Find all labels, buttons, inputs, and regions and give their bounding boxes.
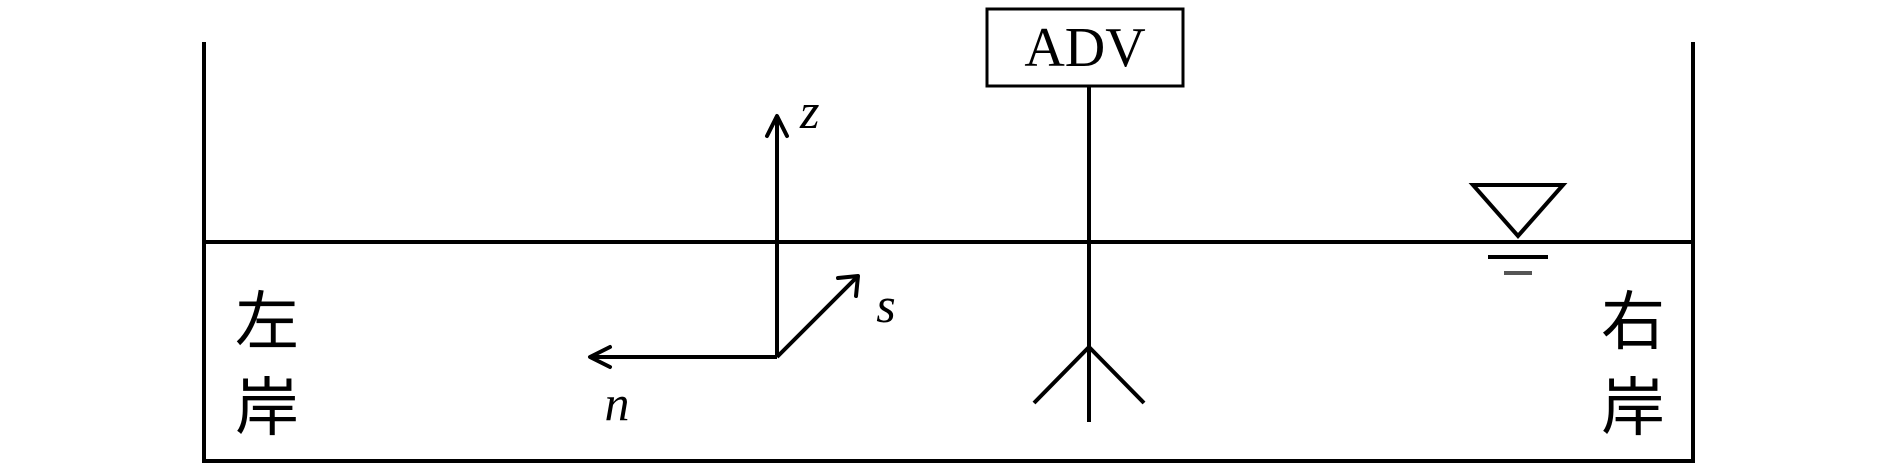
- water-surface-triangle-icon: [1468, 183, 1568, 275]
- n-arrow-head-icon: [588, 345, 612, 369]
- left-bank-label: 左 岸: [235, 286, 299, 446]
- s-axis: [775, 274, 860, 359]
- n-axis-label: n: [605, 375, 630, 431]
- z-arrow-head-icon: [765, 114, 789, 138]
- s-arrow-head-icon: [836, 274, 860, 298]
- right-bank-label: 右 岸: [1601, 286, 1665, 446]
- left-bank-char-2: 岸: [235, 372, 299, 446]
- adv-label: ADV: [1024, 17, 1145, 79]
- channel: [202, 42, 1695, 463]
- adv-box: [985, 7, 1185, 88]
- right-bank-char-1: 右: [1601, 286, 1665, 360]
- adv-probe-tip-icon: [1032, 345, 1146, 405]
- coordinate-axes: z n s: [588, 83, 896, 431]
- right-bank-char-2: 岸: [1601, 372, 1665, 446]
- z-axis-label: z: [799, 83, 819, 139]
- left-bank-char-1: 左: [235, 286, 299, 360]
- adv-instrument: ADV: [985, 7, 1185, 422]
- s-axis-label: s: [876, 277, 895, 333]
